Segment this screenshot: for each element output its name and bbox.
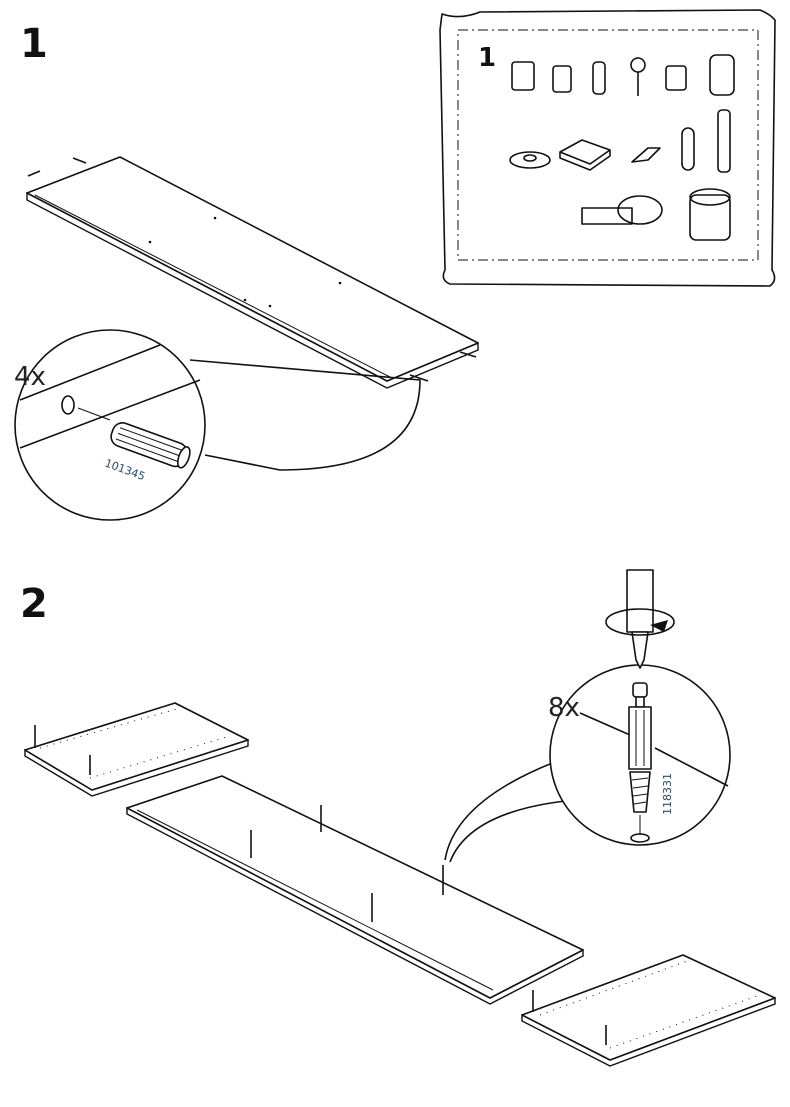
dowel-icon bbox=[110, 422, 191, 469]
main-panel bbox=[126, 775, 584, 1005]
dowel-icon bbox=[27, 157, 477, 382]
side-panel-left bbox=[24, 702, 249, 797]
dowel-quantity: 4x bbox=[14, 362, 46, 392]
bag-label: 1 bbox=[478, 43, 496, 73]
cam-bolt-quantity: 8x bbox=[548, 693, 580, 723]
screwdriver-icon bbox=[605, 569, 675, 669]
fittings-icon bbox=[509, 54, 735, 241]
cam-bolt-icon bbox=[250, 805, 444, 922]
hardware-bag: 1 bbox=[439, 9, 776, 287]
cam-bolt-icon bbox=[628, 682, 652, 843]
side-panel-right bbox=[521, 954, 776, 1067]
step-2-number: 2 bbox=[20, 581, 48, 627]
step-1-panel bbox=[26, 156, 479, 389]
dowel-detail-callout: 4x 101345 bbox=[14, 329, 421, 521]
cam-bolt-part-number: 118331 bbox=[661, 773, 674, 815]
step-1-number: 1 bbox=[20, 21, 48, 67]
cam-bolt-detail-callout: 8x 118331 bbox=[444, 664, 731, 863]
